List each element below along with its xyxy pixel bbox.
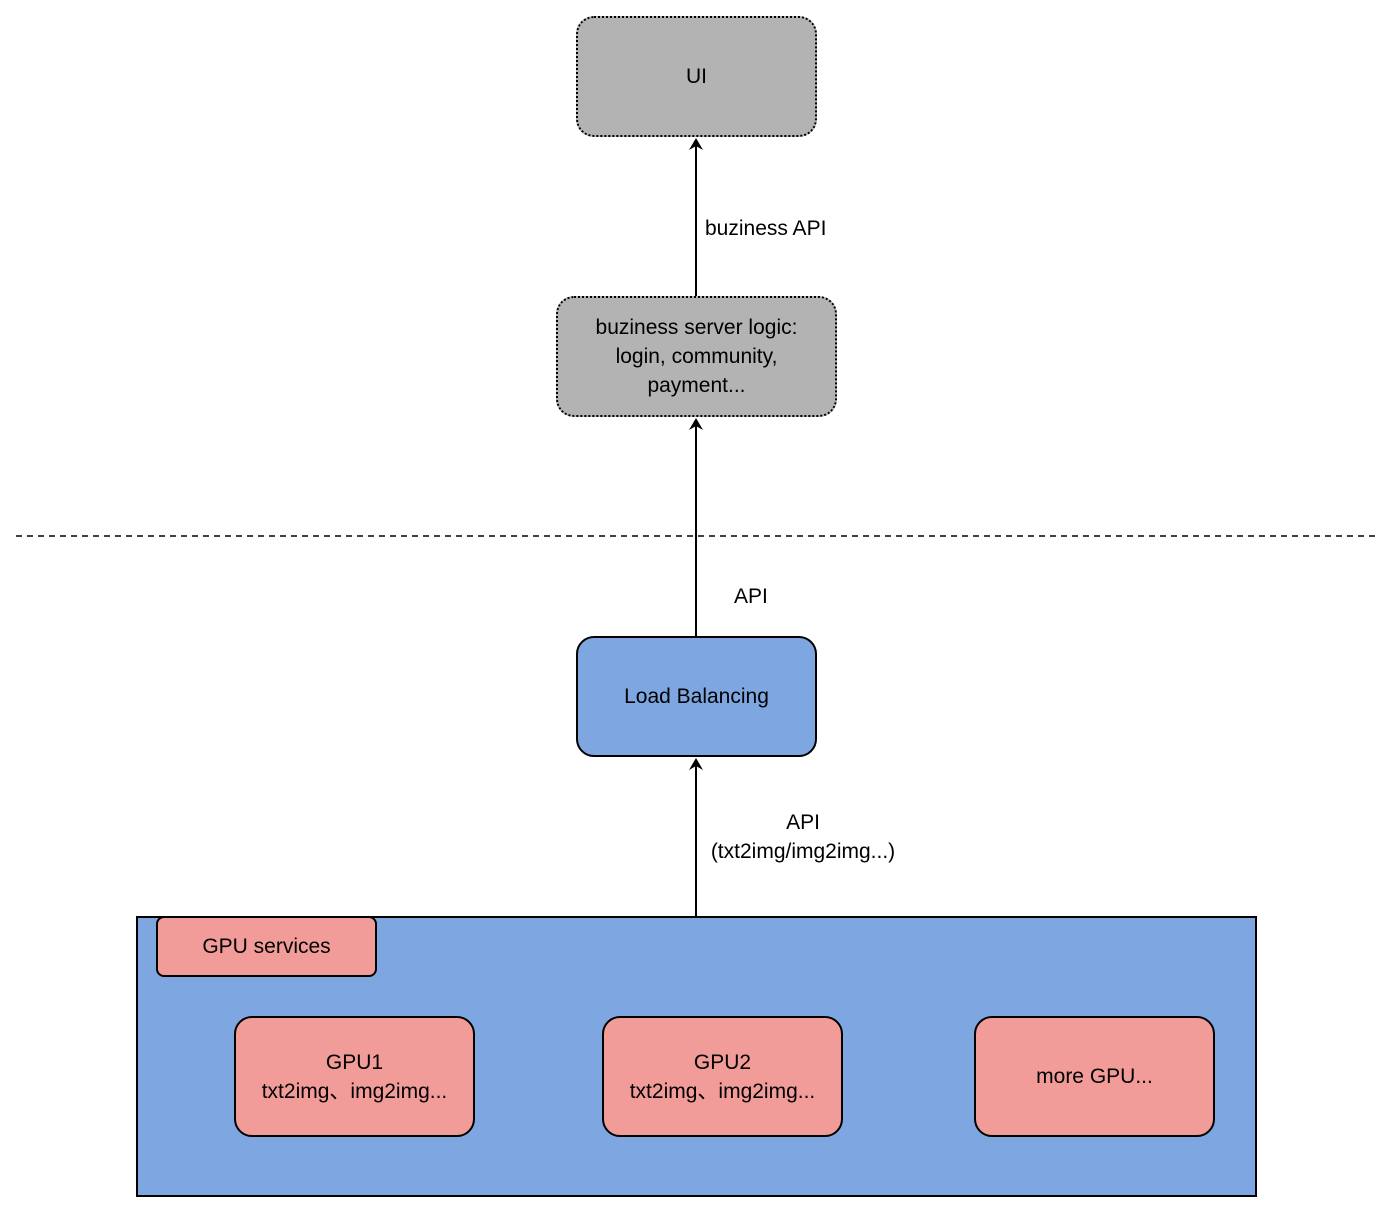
gpu1-node: GPU1 txt2img、img2img... bbox=[234, 1016, 475, 1137]
business-api-label: buziness API bbox=[705, 217, 827, 240]
gpu2-node: GPU2 txt2img、img2img... bbox=[602, 1016, 843, 1137]
gpu-services-tag: GPU services bbox=[156, 916, 377, 977]
gpu-api-label: API (txt2img/img2img...) bbox=[710, 811, 896, 863]
more-gpu-label: more GPU... bbox=[1036, 1065, 1153, 1088]
gpu2-label: GPU2 txt2img、img2img... bbox=[629, 1050, 816, 1103]
load-balancing-node: Load Balancing bbox=[576, 636, 817, 757]
business-server-node: buziness server logic: login, community,… bbox=[556, 296, 837, 417]
ui-node: UI bbox=[576, 16, 817, 137]
gpu-services-label: GPU services bbox=[202, 934, 331, 958]
ui-node-label: UI bbox=[686, 65, 707, 88]
gpu1-label: GPU1 txt2img、img2img... bbox=[261, 1050, 448, 1103]
more-gpu-node: more GPU... bbox=[974, 1016, 1215, 1137]
load-balancing-label: Load Balancing bbox=[624, 685, 769, 708]
business-server-label: buziness server logic: login, community,… bbox=[595, 316, 798, 397]
api-label: API bbox=[734, 585, 768, 608]
